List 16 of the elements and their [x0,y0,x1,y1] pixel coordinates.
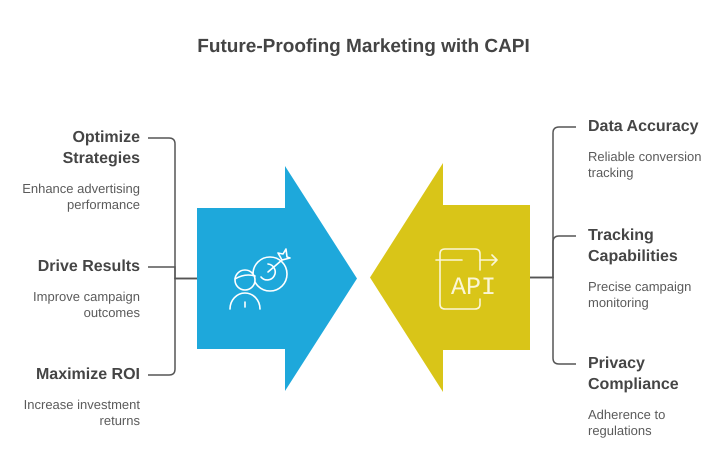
item-description: Enhance advertising performance [21,181,140,213]
item-heading: Optimize Strategies [62,128,140,169]
item-description: Improve campaign outcomes [32,289,140,321]
item-heading: Tracking Capabilities [588,226,679,267]
item-description: Reliable conversion tracking [588,149,702,181]
item-heading: Maximize ROI [36,365,140,385]
item-description: Precise campaign monitoring [588,279,692,311]
item-heading: Privacy Compliance [588,354,680,395]
item-description: Adherence to regulations [588,407,666,439]
connector-line [530,276,576,365]
item-description: Increase investment returns [22,397,140,429]
item-heading: Data Accuracy [588,117,699,137]
item-heading: Drive Results [38,257,140,277]
api-label: API [451,275,496,301]
connector-line [148,278,197,376]
diagram-title: Future-Proofing Marketing with CAPI [197,35,530,59]
